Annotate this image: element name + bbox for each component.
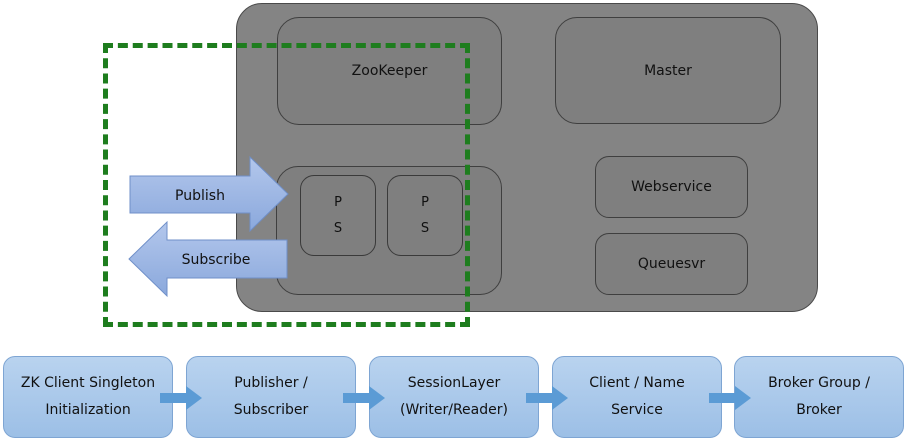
subscribe-label: Subscribe: [181, 252, 251, 268]
flow-step-zk-client: ZK Client Singleton Initialization: [3, 356, 173, 438]
client-boundary: [103, 43, 470, 327]
flow-step-name-service: Client / Name Service: [552, 356, 722, 438]
queuesvr-label: Queuesvr: [637, 256, 706, 272]
publish-arrow: [129, 155, 289, 233]
zookeeper-box: ZooKeeper: [277, 17, 502, 125]
flow-step-broker: Broker Group / Broker: [734, 356, 904, 438]
flow-step-line: Subscriber: [233, 402, 309, 418]
flow-arrow-icon: [526, 386, 568, 410]
flow-step-line: Service: [611, 402, 663, 418]
webservice-label: Webservice: [631, 179, 712, 195]
publish-label: Publish: [175, 188, 225, 204]
ps-box: P S: [300, 175, 376, 256]
ps-letter-p: P: [421, 194, 429, 210]
ps-letter-s: S: [333, 220, 343, 236]
subscribe-arrow: [128, 220, 288, 298]
flow-step-line: Broker Group /: [768, 375, 870, 391]
master-label: Master: [644, 62, 692, 79]
flow-arrow-icon: [343, 386, 385, 410]
ps-letter-p: P: [334, 194, 342, 210]
flow-step-line: Publisher /: [234, 375, 308, 391]
flow-step-session-layer: SessionLayer (Writer/Reader): [369, 356, 539, 438]
flow-step-publisher-subscriber: Publisher / Subscriber: [186, 356, 356, 438]
flow-arrow-icon: [709, 386, 751, 410]
flow-arrow-icon: [160, 386, 202, 410]
zookeeper-label: ZooKeeper: [351, 63, 428, 79]
flow-step-line: Client / Name: [589, 375, 685, 391]
webservice-box: Webservice: [595, 156, 748, 218]
ps-box: P S: [387, 175, 463, 256]
flow-step-line: (Writer/Reader): [400, 402, 508, 418]
flow-step-line: SessionLayer: [407, 375, 501, 391]
ps-letter-s: S: [420, 220, 430, 236]
flow-step-line: Initialization: [45, 402, 131, 418]
queuesvr-box: Queuesvr: [595, 233, 748, 295]
flow-step-line: Broker: [796, 402, 842, 418]
flow-step-line: ZK Client Singleton: [20, 375, 156, 391]
master-box: Master: [555, 17, 781, 124]
